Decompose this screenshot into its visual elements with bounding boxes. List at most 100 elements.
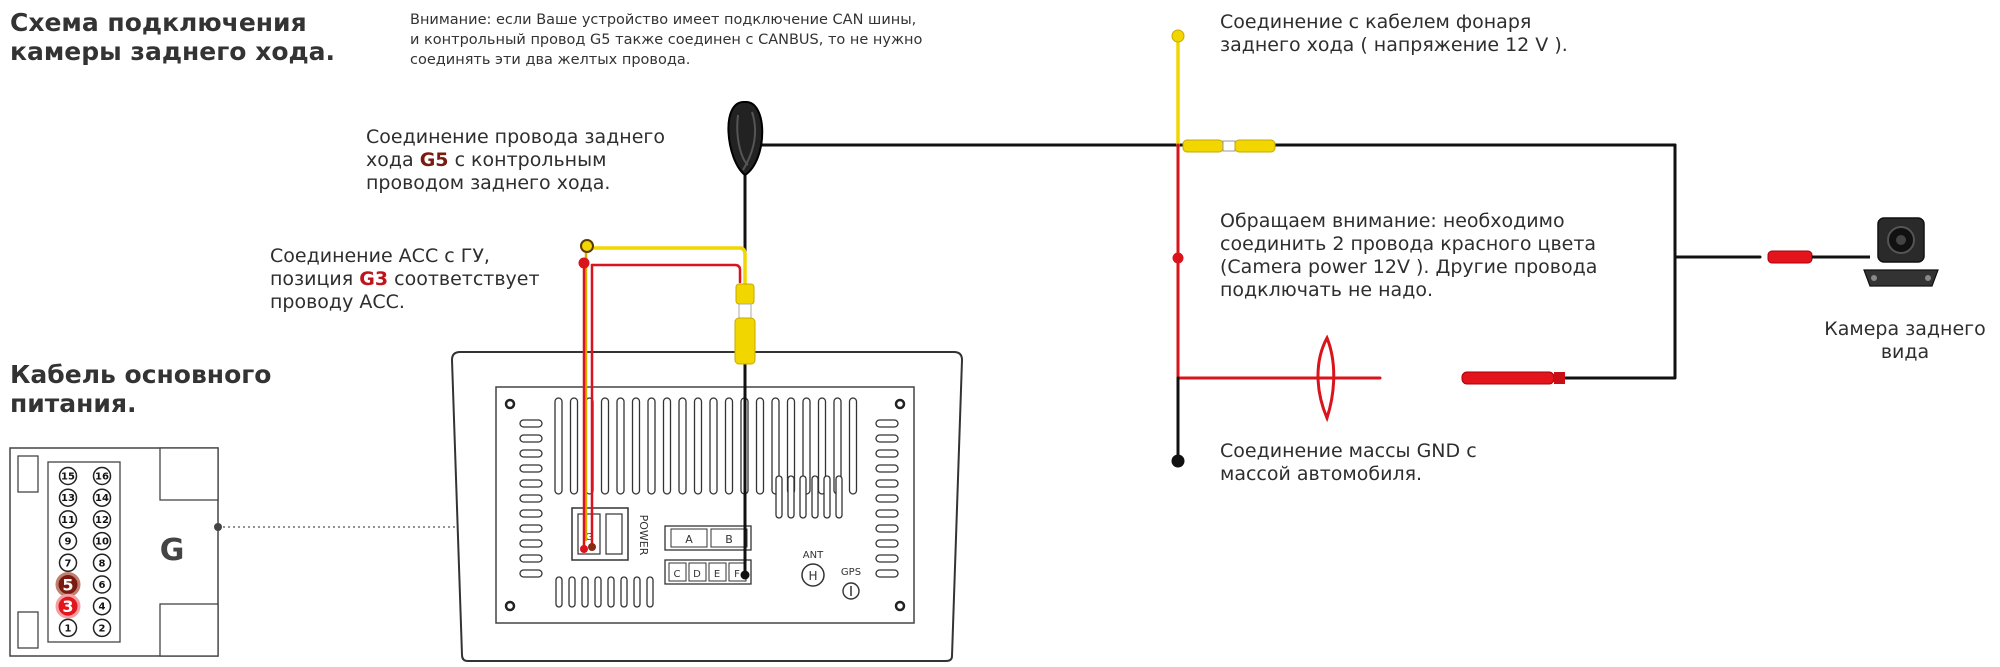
yellow-wire-to-rca: [584, 246, 747, 287]
attention-note: Обращаем внимание: необходимо соединить …: [1220, 210, 1597, 302]
reverse-note-line1: Соединение провода заднего: [366, 126, 666, 148]
acc-note-line1: Соединение АСС с ГУ,: [270, 245, 490, 267]
reverse-note-line2: хода G5 с контрольным: [366, 149, 665, 172]
connector-pin-label: 7: [65, 558, 72, 569]
connector-pin-13: [58, 488, 78, 507]
scheme-title-line2: камеры заднего хода.: [10, 37, 336, 66]
camera-video-line: [1673, 143, 1762, 259]
connector-pin-8: [92, 553, 112, 573]
vent-slot: [823, 475, 831, 519]
acc-wire-end-dot: [578, 257, 590, 269]
vent-slot: [678, 397, 687, 495]
camera-mount: [1863, 269, 1939, 287]
connector-pin-field: [47, 461, 121, 643]
vent-slot: [817, 397, 827, 495]
rca-plug-metal: [738, 303, 752, 319]
camera-mount-hole: [1871, 275, 1877, 281]
connector-pin-2: [92, 618, 112, 638]
connector-pin-4: [92, 596, 112, 616]
connector-tab-top: [159, 447, 219, 501]
antenna-socket: [801, 563, 825, 587]
connector-pin-label: 6: [99, 580, 106, 591]
port-d-label: D: [693, 569, 701, 580]
power-cable-line2: питания.: [10, 389, 137, 418]
connector-pin-label: 4: [99, 602, 106, 613]
vent-slot: [724, 397, 734, 495]
vent-slot: [519, 569, 543, 578]
vent-slot: [799, 475, 807, 519]
reverse-wire-end-dot: [580, 239, 594, 253]
vent-slot: [875, 569, 899, 578]
vent-slot: [616, 397, 625, 495]
connector-pin-label: 2: [99, 623, 106, 634]
vent-slot: [519, 509, 543, 518]
vent-slot: [875, 509, 899, 518]
acc-note-pre: позиция: [270, 268, 360, 290]
rca-plug-top: [735, 283, 755, 305]
gnd-note: Соединение массы GND с массой автомобиля…: [1220, 440, 1477, 486]
power-socket-label: POWER: [637, 515, 650, 556]
screw-hole: [504, 600, 516, 612]
can-warning-note: Внимание: если Ваше устройство имеет под…: [410, 10, 922, 70]
connector-pin-label: 15: [61, 472, 75, 483]
connector-pin-9: [58, 531, 78, 551]
acc-note-line2: позиция G3 соответствует: [270, 268, 540, 291]
vent-slot: [581, 576, 589, 608]
lamp-note-line2: заднего хода ( напряжение 12 V ).: [1220, 34, 1568, 56]
yellow-connector-left: [1182, 139, 1224, 153]
camera-lens-inner: [1896, 235, 1906, 245]
gnd-note-line2: массой автомобиля.: [1220, 463, 1423, 485]
vent-slot: [693, 397, 703, 495]
vent-slot: [755, 397, 765, 495]
vent-slot: [620, 576, 628, 608]
reverse-wire-note: Соединение провода заднего хода G5 с кон…: [366, 126, 665, 195]
rca-connector-headunit: [734, 283, 756, 365]
connector-pin-15: [58, 466, 78, 486]
connector-pin-11: [58, 510, 78, 529]
port-c-label: C: [674, 569, 681, 580]
red-power-wire: [1176, 143, 1382, 380]
vent-slot: [519, 464, 543, 473]
acc-note: Соединение АСС с ГУ, позиция G3 соответс…: [270, 245, 540, 314]
acc-note-g3: G3: [359, 268, 389, 290]
red-junction-dot: [1172, 252, 1184, 264]
screw-hole: [894, 600, 906, 612]
connector-pin-6: [92, 575, 112, 594]
connector-pin-label: 16: [95, 472, 109, 483]
connector-letter-g: G: [160, 533, 185, 568]
vent-slot: [519, 494, 543, 503]
connector-pin-label: 13: [61, 493, 75, 504]
attention-line2: соединить 2 провода красного цвета: [1220, 233, 1597, 255]
vent-slot: [875, 464, 899, 473]
reverse-note-pre: хода: [366, 149, 420, 171]
vent-slot: [875, 419, 899, 428]
vent-slot: [775, 475, 783, 519]
vent-slot: [875, 479, 899, 488]
gnd-terminal-dot: [1171, 454, 1185, 468]
cooling-vents: [519, 397, 899, 608]
port-c: [668, 562, 687, 582]
head-unit: G POWER A B C D E F ANT H GPS: [450, 351, 964, 662]
port-a-label: A: [685, 533, 693, 546]
vent-slot: [631, 397, 641, 495]
connector-pin-12: [92, 510, 112, 529]
rca-jack-body: [734, 317, 756, 365]
vent-slot: [848, 397, 858, 495]
camera-label-line2: вида: [1880, 341, 1930, 363]
vent-slot: [646, 576, 654, 608]
connector-pin-label: 1: [65, 623, 72, 634]
red-connector-tip: [1554, 372, 1565, 384]
reverse-lamp-note: Соединение с кабелем фонаря заднего хода…: [1220, 11, 1568, 57]
connector-pointer-dot: [214, 523, 222, 531]
connector-pin-10: [92, 531, 112, 551]
port-b-label: B: [725, 533, 733, 546]
camera-label-line1: Камера заднего: [1824, 318, 1986, 340]
power-cable-line1: Кабель основного: [10, 360, 272, 389]
port-d: [688, 562, 707, 582]
antenna-symbol: H: [808, 569, 817, 583]
power-socket-side-slot: [605, 513, 623, 555]
rear-camera: [1863, 217, 1939, 287]
connector-pin-label: 8: [99, 558, 106, 569]
